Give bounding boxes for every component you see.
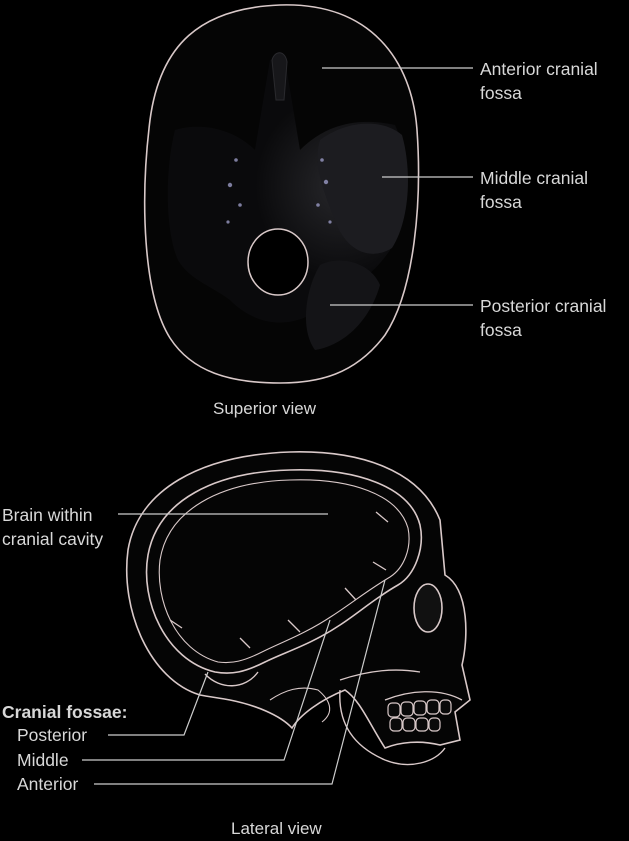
posterior-fossa-floor [204, 671, 259, 687]
superior-view-skull [143, 4, 420, 384]
foramen-magnum [247, 228, 309, 296]
posterior-fossa-leader [108, 671, 209, 736]
middle-fossa-right [317, 123, 408, 254]
skull-base-detail [269, 687, 331, 723]
anterior-fossa-leader [94, 579, 386, 785]
posterior-fossa-label-line2: fossa [480, 320, 522, 340]
superior-view-caption: Superior view [213, 399, 316, 418]
middle-fossa-label-line2: fossa [480, 192, 522, 212]
anterior-fossa-label-line1: Anterior cranial [480, 59, 598, 79]
superior-leaders [322, 67, 473, 306]
lateral-view-skull [126, 451, 471, 766]
zygomatic-arch [339, 669, 421, 681]
lateral-skull-outline [126, 451, 471, 749]
middle-label: Middle [17, 750, 69, 770]
middle-fossa-leader [82, 619, 331, 761]
brain-label: Brain within cranial cavity [2, 503, 103, 551]
posterior-label: Posterior [17, 725, 88, 745]
lateral-leaders [82, 513, 386, 785]
anterior-label: Anterior [17, 774, 79, 794]
crista-galli [271, 52, 288, 101]
posterior-fossa-label-line1: Posterior cranial [480, 296, 607, 316]
posterior-fossa-label: Posterior cranial fossa [480, 294, 606, 342]
brain-label-line2: cranial cavity [2, 529, 104, 549]
middle-fossa-label-line1: Middle cranial [480, 168, 588, 188]
lateral-view-caption: Lateral view [231, 819, 322, 838]
fossa-tick-marks [169, 511, 389, 649]
maxilla [384, 691, 463, 701]
brain-label-line1: Brain within [2, 505, 93, 525]
cranial-base [167, 60, 407, 323]
cranial-fossae-heading: Cranial fossae: [2, 702, 128, 722]
foramina-dots [226, 158, 332, 224]
skull-inner-table [158, 479, 410, 664]
teeth [387, 699, 452, 732]
orbit [413, 583, 443, 633]
mandible [339, 689, 446, 766]
anterior-fossa-label: Anterior cranial fossa [480, 57, 598, 105]
cranial-cavity-outline [145, 469, 422, 674]
anterior-fossa-label-line2: fossa [480, 83, 522, 103]
middle-fossa-label: Middle cranial fossa [480, 166, 588, 214]
